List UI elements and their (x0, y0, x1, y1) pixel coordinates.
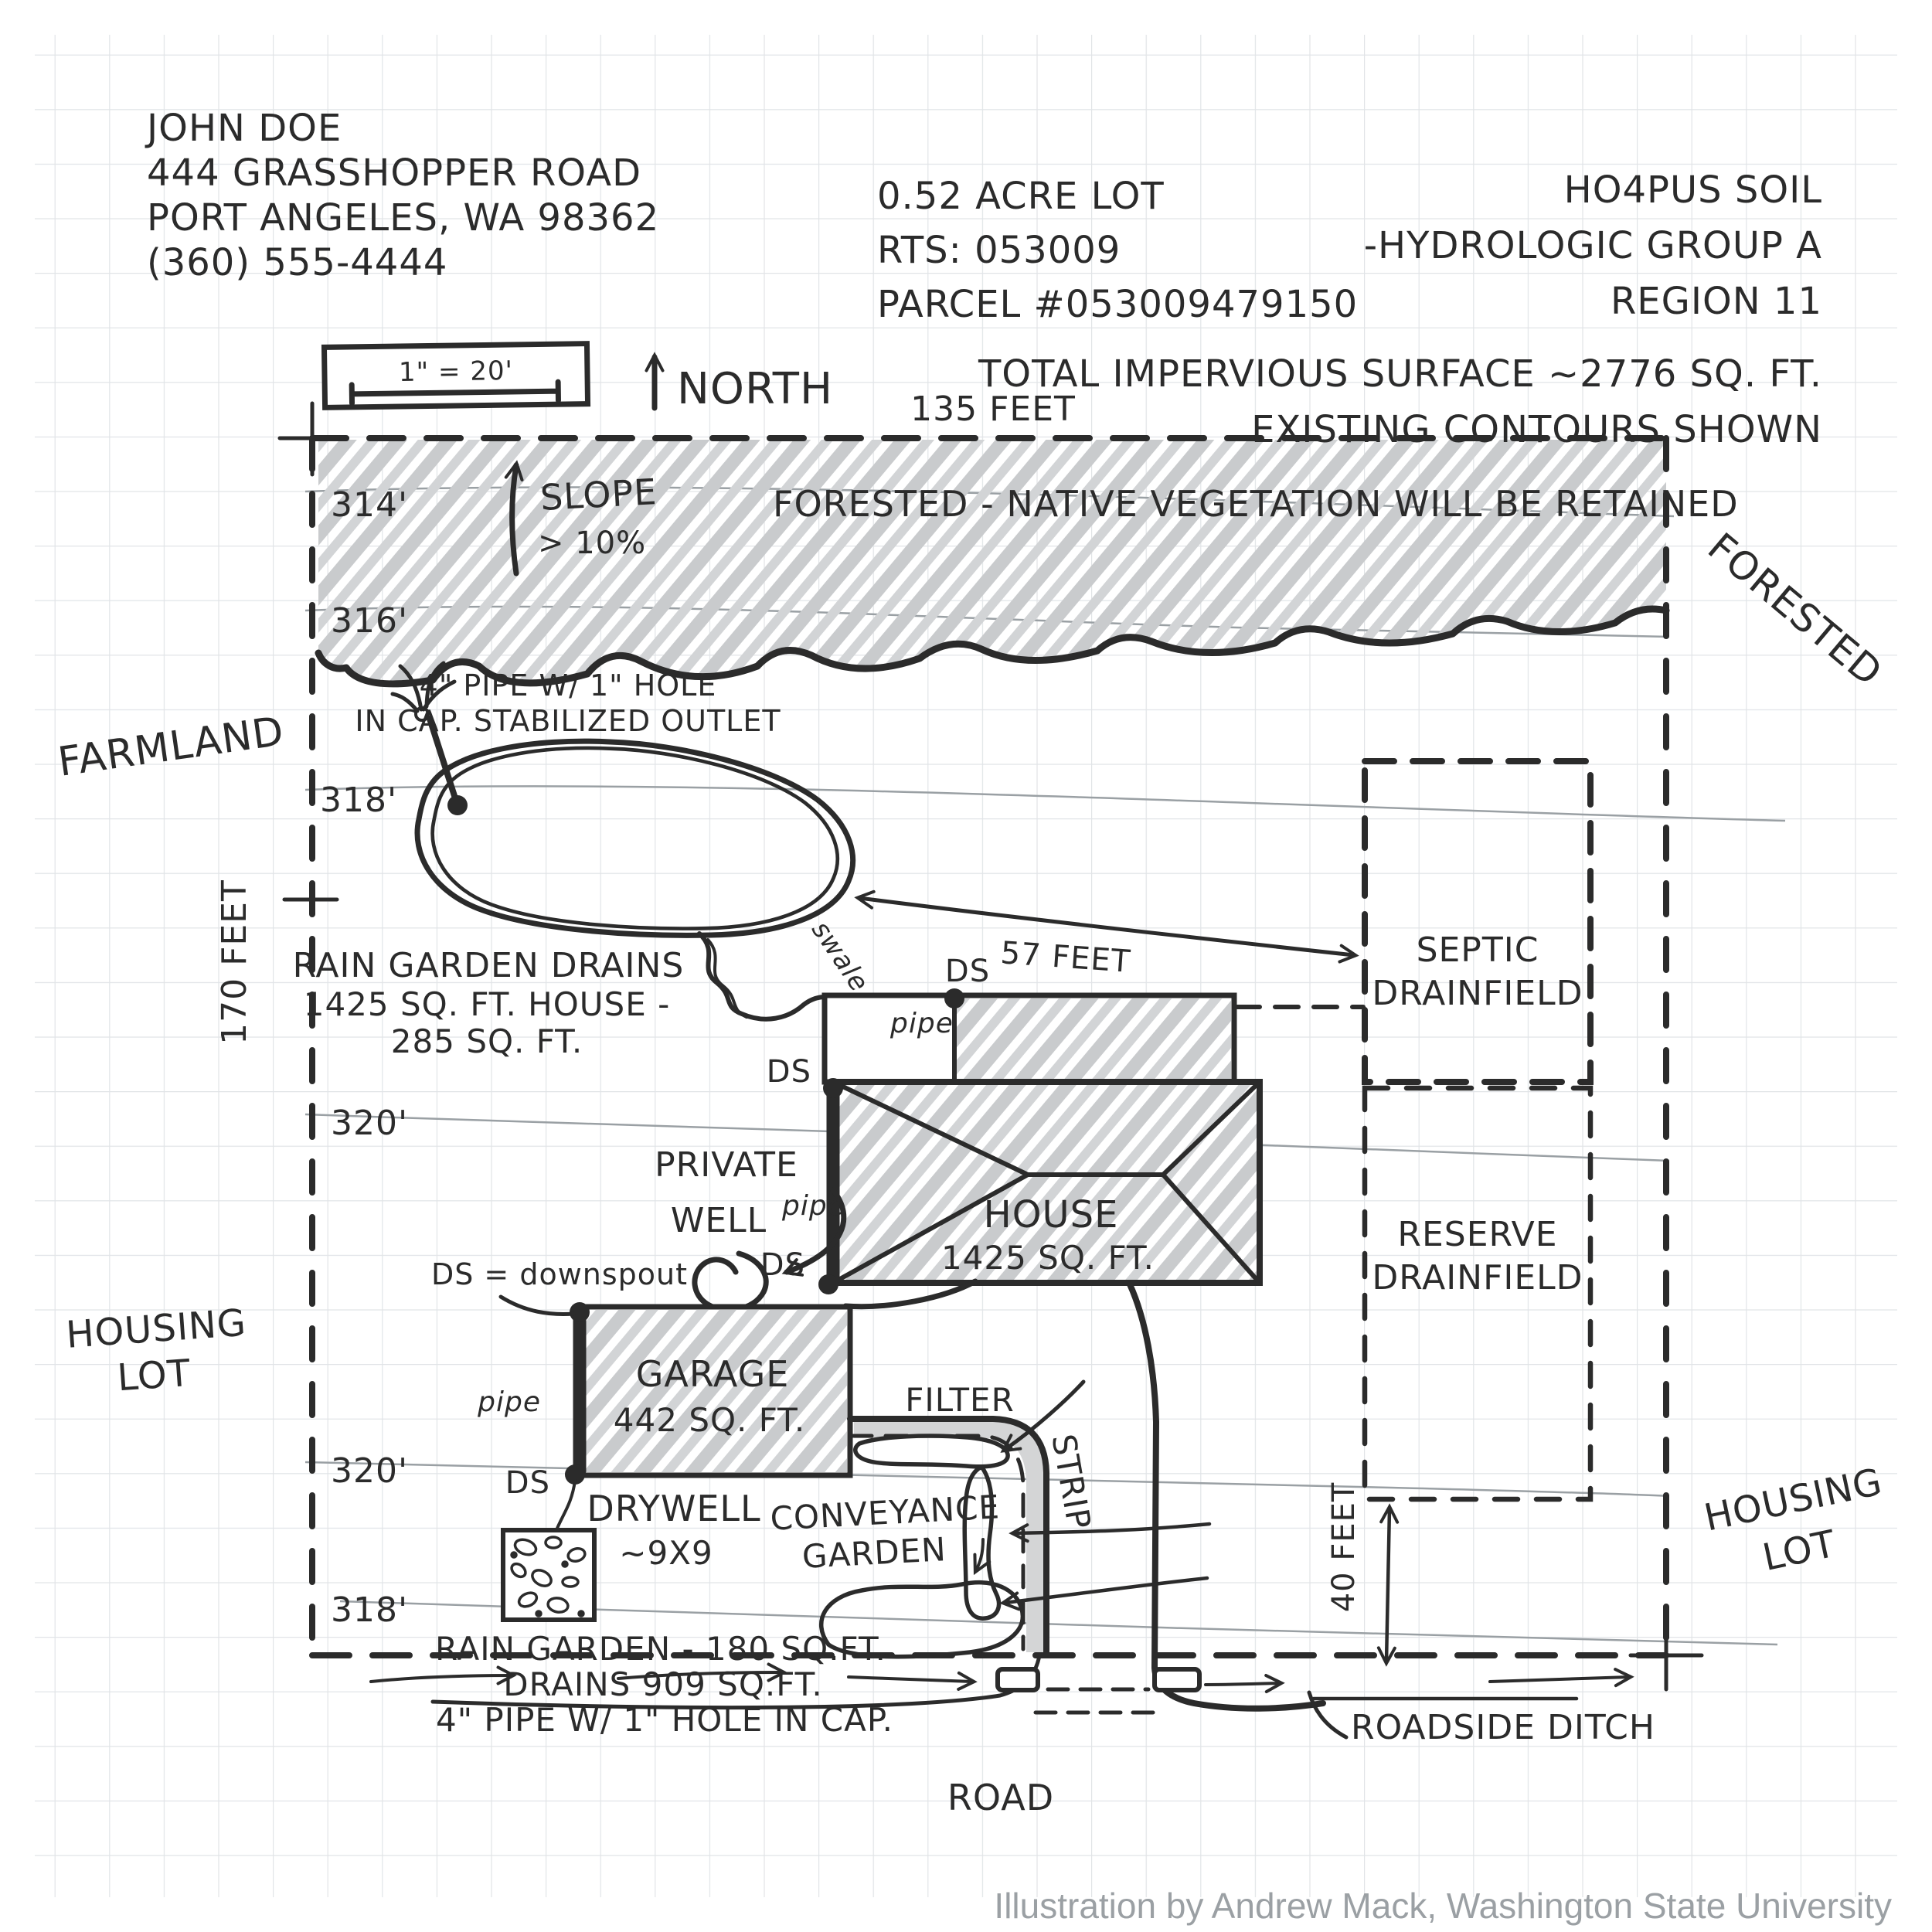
top-dimension: 135 FEET (910, 389, 1076, 429)
pipe-label-garage: pipe (477, 1386, 541, 1418)
contour-314: 314' (331, 485, 408, 525)
house-label: HOUSE (984, 1193, 1119, 1236)
ds-label-house-top: DS (767, 1054, 811, 1090)
scale-box: 1" = 20' (321, 341, 591, 410)
downspout-dot-extension (944, 988, 964, 1009)
parcel-number: PARCEL #053009479150 (877, 283, 1358, 326)
housing-lot-left: HOUSING LOT (65, 1301, 248, 1400)
contour-316: 316' (331, 601, 408, 641)
hydrologic-group: -HYDROLOGIC GROUP A (1364, 224, 1822, 267)
reserve-label-1: RESERVE (1397, 1215, 1557, 1254)
soil-type: HO4PUS SOIL (1564, 168, 1822, 212)
scale-label: 1" = 20' (399, 355, 514, 388)
soil-block: HO4PUS SOIL -HYDROLOGIC GROUP A REGION 1… (978, 168, 1822, 451)
well-label-1: PRIVATE (655, 1145, 798, 1185)
lot-size: 0.52 ACRE LOT (877, 175, 1165, 218)
drywell-size-label: ~9X9 (619, 1534, 713, 1572)
ds-label-extension: DS (945, 954, 990, 989)
contour-labels: 314' 316' 318' 320' 320' 318' (320, 485, 408, 1630)
house-area-label: 1425 SQ. FT. (941, 1239, 1155, 1277)
private-well: PRIVATE WELL (655, 1145, 847, 1313)
pipe-label-extension: pipe (889, 1008, 954, 1039)
contours-note: EXISTING CONTOURS SHOWN (1251, 408, 1822, 451)
roadside-ditch-label: ROADSIDE DITCH (1351, 1708, 1655, 1747)
parcel-block: 0.52 ACRE LOT RTS: 053009 PARCEL #053009… (877, 175, 1358, 326)
conveyance-label-2: GARDEN (801, 1530, 947, 1576)
reserve-distance-label: 40 FEET (1326, 1482, 1362, 1613)
garage-label: GARAGE (636, 1353, 790, 1395)
north-indicator: NORTH (645, 352, 833, 414)
culvert-right (1152, 1667, 1202, 1692)
outlet-note-2: IN CAP. STABILIZED OUTLET (355, 704, 781, 738)
credit-line: Illustration by Andrew Mack, Washington … (994, 1886, 1892, 1926)
culvert-left (995, 1667, 1040, 1692)
contour-318: 318' (320, 781, 397, 820)
forest-band-label: FORESTED - NATIVE VEGETATION WILL BE RET… (773, 483, 1739, 525)
impervious-surface: TOTAL IMPERVIOUS SURFACE ~2776 SQ. FT. (978, 352, 1822, 396)
drywell-pebbles (510, 1536, 587, 1617)
contour-320: 320' (331, 1104, 408, 1143)
ds-legend-label: DS = downspout (431, 1257, 688, 1291)
drywell-label: DRYWELL (587, 1488, 760, 1529)
slope-value: > 10% (538, 526, 646, 561)
forest-edge-scallop (315, 605, 1670, 688)
downspout-dot-house-top (823, 1078, 843, 1098)
property-boundary (277, 401, 1704, 1692)
downspout-dot-house-bottom (818, 1274, 838, 1294)
left-dimension: 170 FEET (215, 879, 254, 1045)
well-label-2: WELL (671, 1201, 767, 1240)
owner-block: JOHN DOE 444 GRASSHOPPER ROAD PORT ANGEL… (145, 107, 659, 284)
reserve-distance: 40 FEET (1326, 1482, 1400, 1667)
slope-annotation: SLOPE > 10% (504, 460, 658, 577)
reserve-label-2: DRAINFIELD (1372, 1258, 1583, 1298)
owner-city: PORT ANGELES, WA 98362 (147, 196, 659, 240)
garage: GARAGE 442 SQ. FT. DS = downspout pipe D… (431, 1257, 853, 1532)
septic-drainfield: SEPTIC DRAINFIELD (1362, 758, 1594, 1085)
filter-strip: FILTER STRIP (847, 1379, 1098, 1657)
downspout-dot-garage-top (570, 1302, 590, 1322)
septic-label-1: SEPTIC (1417, 930, 1539, 970)
septic-label-2: DRAINFIELD (1372, 974, 1583, 1013)
owner-phone: (360) 555-4444 (147, 241, 447, 284)
owner-street: 444 GRASSHOPPER ROAD (147, 151, 641, 195)
ds-label-garage-bottom: DS (505, 1465, 550, 1501)
reserve-drainfield: RESERVE DRAINFIELD (1362, 1085, 1594, 1502)
roadside-ditch: ROADSIDE DITCH (369, 1662, 1655, 1747)
road-label: ROAD (947, 1777, 1054, 1818)
region: REGION 11 (1611, 280, 1822, 323)
downspout-dot-garage-bottom (565, 1464, 585, 1485)
owner-name: JOHN DOE (145, 107, 342, 150)
contour-320b: 320' (331, 1451, 408, 1491)
rts-number: RTS: 053009 (877, 229, 1121, 272)
drywell: DRYWELL ~9X9 (501, 1488, 760, 1622)
rain-garden-note-3: 285 SQ. FT. (391, 1022, 583, 1060)
filter-label: FILTER (905, 1381, 1015, 1419)
rain-garden-note-1: RAIN GARDEN DRAINS (293, 946, 685, 985)
rain-garden-top: 4" PIPE W/ 1" HOLE IN CAP. STABILIZED OU… (293, 661, 875, 1060)
garage-area-label: 442 SQ. FT. (614, 1401, 805, 1439)
housing-left-2: LOT (116, 1352, 192, 1400)
house: DS pipe HOUSE 1425 SQ. FT. DS DS pipe (760, 954, 1263, 1310)
stabilized-outlet-icon (390, 661, 468, 815)
outlet-note-1: 4" PIPE W/ 1" HOLE (420, 668, 717, 702)
contour-318b: 318' (331, 1590, 408, 1630)
rain-garden-note-2: 1425 SQ. FT. HOUSE - (304, 985, 671, 1023)
forested-band (315, 440, 1670, 688)
slope-label: SLOPE (539, 471, 658, 519)
north-label: NORTH (677, 364, 833, 414)
rg-bottom-note-1: RAIN GARDEN - 180 SQ.FT. (435, 1630, 886, 1668)
